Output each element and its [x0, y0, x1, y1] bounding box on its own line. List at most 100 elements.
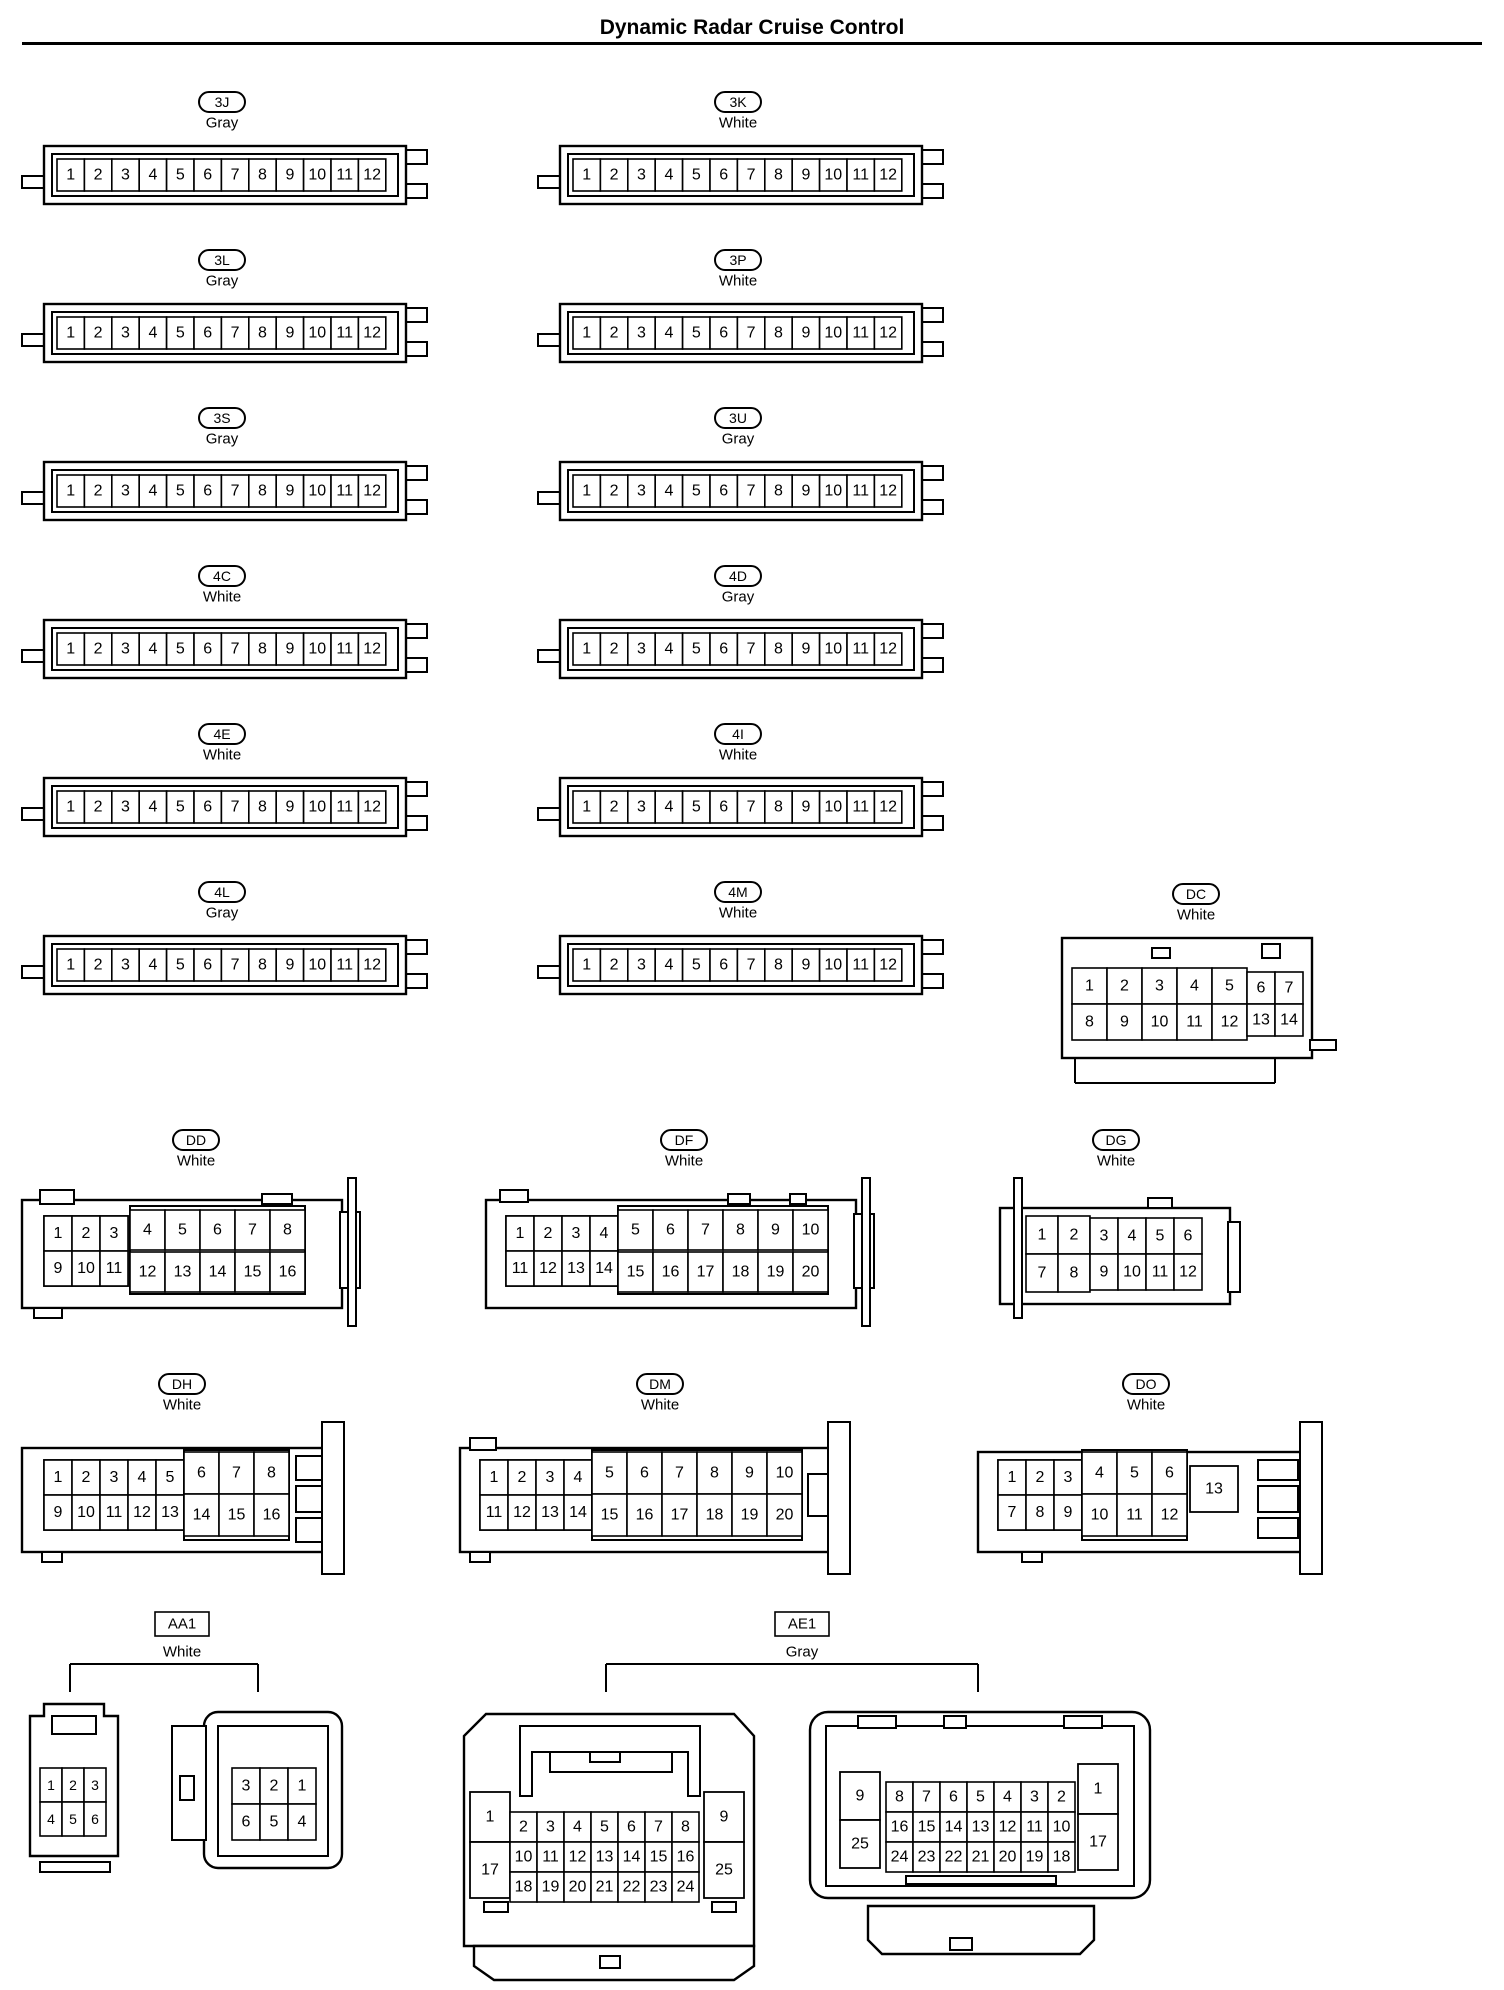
pin-number: 4: [148, 325, 157, 342]
pin-number: 10: [1151, 1014, 1169, 1031]
connector-code: 4C: [213, 568, 231, 584]
pin-number: 5: [631, 1222, 640, 1239]
pin-number: 2: [610, 483, 619, 500]
pin-number: 24: [891, 1849, 909, 1866]
pin-number: 10: [802, 1222, 820, 1239]
pin-number: 7: [1038, 1265, 1047, 1282]
pin-number: 16: [891, 1819, 909, 1836]
pin-number: 5: [166, 1469, 175, 1486]
pin-number: 8: [258, 483, 267, 500]
connector-color: Gray: [206, 431, 239, 448]
pin-number: 8: [283, 1222, 292, 1239]
pin-number: 4: [664, 483, 673, 500]
pin-number: 8: [258, 325, 267, 342]
connector-color: White: [1097, 1153, 1135, 1170]
pin-number: 1: [298, 1778, 307, 1795]
pin-number: 2: [94, 957, 103, 974]
pin-number: 7: [701, 1222, 710, 1239]
pin-number: 8: [258, 799, 267, 816]
pin-number: 6: [197, 1465, 206, 1482]
pin-number: 1: [66, 483, 75, 500]
connector-color: Gray: [722, 431, 755, 448]
pin-number: 4: [664, 167, 673, 184]
pin-number: 22: [623, 1879, 641, 1896]
pin-number: 16: [677, 1849, 695, 1866]
pin-number: 12: [1161, 1507, 1179, 1524]
pin-number: 11: [542, 1849, 559, 1866]
pin-number: 12: [363, 641, 381, 658]
pin-number: 15: [918, 1819, 936, 1836]
pin-number: 9: [801, 325, 810, 342]
pin-number: 7: [231, 167, 240, 184]
pin-number: 7: [231, 483, 240, 500]
pin-number: 11: [336, 325, 353, 342]
pin-number: 8: [736, 1222, 745, 1239]
pin-number: 17: [697, 1264, 715, 1281]
pin-number: 4: [573, 1819, 582, 1836]
pin-number: 4: [1003, 1789, 1012, 1806]
pin-number: 21: [596, 1879, 614, 1896]
pin-number: 8: [258, 641, 267, 658]
pin-number: 2: [519, 1819, 528, 1836]
pin-number: 2: [610, 325, 619, 342]
pin-number: 2: [518, 1469, 527, 1486]
connector-code: 4D: [729, 568, 747, 584]
pin-number: 3: [637, 325, 646, 342]
pin-number: 3: [637, 483, 646, 500]
title-rule: [22, 42, 1482, 45]
pin-number: 5: [605, 1465, 614, 1482]
connector-code: 4E: [213, 726, 230, 742]
pin-number: 12: [879, 799, 897, 816]
pin-number: 13: [541, 1504, 559, 1521]
connector-code: 3J: [215, 94, 230, 110]
pin-number: 8: [267, 1465, 276, 1482]
pin-number: 9: [1064, 1504, 1073, 1521]
pin-number: 10: [308, 167, 326, 184]
pin-number: 14: [209, 1264, 227, 1281]
connector-code-badge: [198, 249, 246, 271]
pin-number: 5: [692, 957, 701, 974]
pin-number: 15: [228, 1507, 246, 1524]
pin-number: 1: [54, 1225, 63, 1242]
pin-number: 12: [363, 167, 381, 184]
pin-number: 4: [664, 957, 673, 974]
pin-number: 1: [47, 1777, 55, 1793]
pin-number: 11: [852, 957, 869, 974]
pin-number: 10: [308, 799, 326, 816]
pin-number: 4: [148, 641, 157, 658]
pin-number: 10: [308, 957, 326, 974]
pin-number: 10: [308, 641, 326, 658]
pin-number: 11: [106, 1504, 123, 1521]
pin-number: 1: [66, 167, 75, 184]
connector-code: DF: [675, 1132, 694, 1148]
pin-number: 12: [999, 1819, 1017, 1836]
pin-number: 14: [1280, 1012, 1298, 1029]
connector-color: White: [719, 905, 757, 922]
pin-number: 6: [949, 1789, 958, 1806]
pin-number: 18: [706, 1507, 724, 1524]
pin-number: 11: [336, 641, 353, 658]
pin-number: 3: [121, 641, 130, 658]
pin-number: 25: [851, 1836, 869, 1853]
connector-code-badge: [158, 1373, 206, 1395]
pin-number: 3: [637, 641, 646, 658]
pin-number: 9: [745, 1465, 754, 1482]
connector-code-badge: [198, 407, 246, 429]
pin-number: 2: [610, 957, 619, 974]
pin-number: 6: [203, 641, 212, 658]
pin-number: 9: [1120, 1014, 1129, 1031]
connector-code: 4M: [728, 884, 747, 900]
connector-code-badge: [1122, 1373, 1170, 1395]
pin-number: 1: [582, 483, 591, 500]
pin-number: 8: [774, 641, 783, 658]
pin-number: 13: [161, 1504, 179, 1521]
pin-number: 6: [627, 1819, 636, 1836]
pin-number: 2: [270, 1778, 279, 1795]
connector-code-box: [154, 1611, 210, 1637]
